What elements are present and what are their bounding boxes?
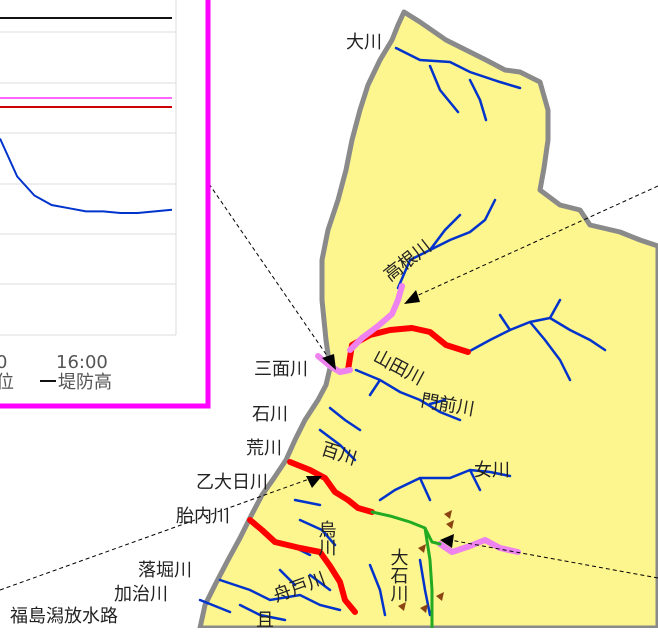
dam-markers [398,510,454,613]
label-tainai: 胎内川 [176,506,230,527]
inset-chart-gridlines [0,0,177,336]
label-otsudainichi: 乙大日川 [196,472,268,493]
green-section [370,510,442,630]
label-okawa: 大川 [346,32,382,53]
label-kaji: 加治川 [114,584,168,605]
label-mimomote: 三面川 [254,359,308,380]
inset-tick-right: 16:00 [56,352,108,373]
leader-line-takane [411,185,658,299]
label-oishi: 大石川 [388,548,409,602]
inset-legend-levee: 堤防高 [58,372,112,393]
takane-pink-section [347,283,405,353]
arrowhead-takane [404,290,420,304]
river-ishikawa [318,406,362,462]
dam-marker-4 [398,602,406,611]
label-ishikawa: 石川 [252,404,288,425]
label-fukushimagata: 福島潟放水路 [10,606,118,627]
dam-marker-6 [420,604,428,613]
inset-chart-panel[interactable]: 0 16:00 位 堤防高 [0,0,211,409]
dam-marker-2 [446,520,454,529]
oishi-pink-section [437,537,521,555]
leader-line-arakawa [0,477,313,591]
arrowhead-mimomote [322,354,336,370]
inset-tick-left: 0 [0,352,7,373]
leader-lines [0,177,658,591]
inset-chart-series [0,17,173,214]
label-arakawa: 荒川 [246,438,282,459]
river-lower-network [198,558,432,622]
arrowhead-arakawa [306,476,322,488]
river-okawa [394,46,522,122]
inset-water-level-line [0,138,173,214]
label-kanji-partial: 且 [256,610,274,628]
dam-marker-3 [418,544,426,553]
leader-line-mimomote [204,177,331,361]
inset-chart-background [0,0,211,409]
label-ochibori: 落堀川 [138,560,192,581]
label-karasu: 烏川 [316,520,337,556]
label-onnagawa: 女川 [474,460,510,481]
river-takane [396,198,497,290]
tainai-red-section [247,517,358,615]
inset-legend-water-level: 位 [0,372,14,393]
arrowhead-oishi [440,534,454,548]
arrowheads [306,290,454,548]
dam-marker-5 [436,592,444,601]
river-onna [378,468,512,502]
oishi-green-section [370,510,442,630]
arakawa-red-section [287,459,375,515]
leader-line-oishi [449,539,658,579]
river-yamada-upper [466,298,607,382]
dam-marker-1 [444,510,452,519]
blue-river-network [198,46,607,622]
river-monzen [354,368,462,422]
